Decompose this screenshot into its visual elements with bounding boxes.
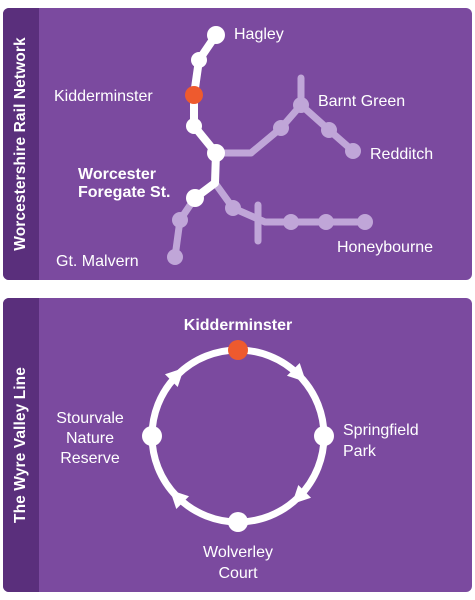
label-wolverley-line1: Wolverley [203, 544, 273, 561]
branch-line-honeybourne [211, 179, 369, 226]
direction-arrows [164, 362, 312, 510]
station-dot-main-2 [186, 118, 202, 134]
label-springfield-line2: Park [343, 443, 377, 460]
rail-network-panel: Worcestershire Rail Network [3, 8, 472, 280]
station-dot-branch-2 [321, 122, 337, 138]
label-redditch: Redditch [370, 146, 433, 163]
arrow-icon-top-left [164, 367, 185, 388]
wyre-valley-panel: The Wyre Valley Line Kidderminster Sprin… [3, 298, 472, 592]
station-dot-branch-4 [283, 214, 299, 230]
station-dot-barnt-green [293, 97, 309, 113]
station-dot-worcester [186, 189, 204, 207]
label-springfield-line1: Springfield [343, 422, 419, 439]
label-stourvale-line3: Reserve [60, 450, 120, 467]
station-dot-branch-5 [318, 214, 334, 230]
station-dot-kidderminster-highlight [185, 86, 203, 104]
station-dot-kidderminster-highlight [228, 340, 248, 360]
station-dot-main-1 [191, 52, 207, 68]
station-dot-redditch [345, 143, 361, 159]
wyre-valley-map: Kidderminster Springfield Park Wolverley… [56, 317, 419, 582]
label-kidderminster: Kidderminster [184, 317, 292, 334]
label-wolverley-line2: Court [218, 565, 258, 582]
station-dot-branch-1 [273, 120, 289, 136]
station-dot-gt-malvern [167, 249, 183, 265]
label-worcester-line2: Foregate St. [78, 184, 170, 201]
arrow-icon-top-right [286, 362, 307, 383]
label-worcester-line1: Worcester [78, 166, 156, 183]
label-barnt-green: Barnt Green [318, 93, 405, 110]
label-honeybourne: Honeybourne [337, 239, 433, 256]
station-dot-springfield [314, 426, 334, 446]
station-dot-branch-6 [172, 212, 188, 228]
label-gt-malvern: Gt. Malvern [56, 253, 139, 270]
label-hagley: Hagley [234, 26, 284, 43]
label-stourvale-line2: Nature [66, 430, 114, 447]
station-dot-honeybourne [357, 214, 373, 230]
wyre-valley-side-bar: The Wyre Valley Line [3, 298, 39, 592]
rail-network-side-bar: Worcestershire Rail Network [3, 8, 39, 280]
station-dot-branch-3 [225, 200, 241, 216]
label-kidderminster: Kidderminster [54, 88, 153, 105]
label-stourvale-line1: Stourvale [56, 410, 124, 427]
station-dot-wolverley [228, 512, 248, 532]
arrow-icon-bottom-left [169, 489, 190, 510]
rail-network-map: Hagley Kidderminster Barnt Green Redditc… [54, 26, 433, 270]
arrow-icon-bottom-right [291, 484, 312, 505]
station-dot-hagley [207, 26, 225, 44]
station-dot-stourvale [142, 426, 162, 446]
station-dot-main-3 [207, 144, 225, 162]
